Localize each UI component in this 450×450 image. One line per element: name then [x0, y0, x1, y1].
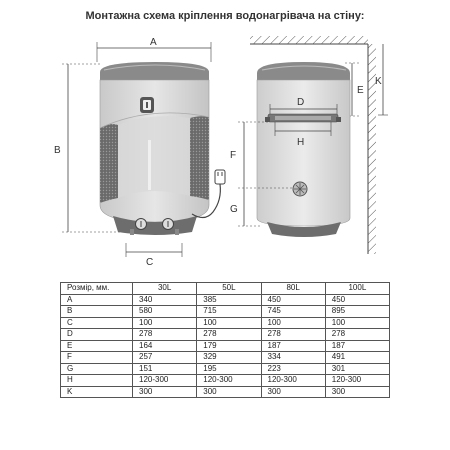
table-cell: 278 [196, 328, 262, 341]
dimension-k-label: K [375, 76, 382, 87]
table-cell: 187 [324, 339, 391, 352]
back-top-cap [257, 62, 350, 82]
table-cell: 195 [196, 362, 262, 375]
table-cell: 120-300 [260, 374, 326, 387]
table-header-cell: 50L [196, 282, 262, 295]
table-cell: 329 [196, 351, 262, 364]
table-cell: 187 [260, 339, 326, 352]
dimension-h-label: H [297, 137, 304, 148]
table-cell: 151 [131, 362, 198, 375]
dimension-b-label: B [54, 145, 61, 156]
table-cell: 715 [196, 305, 262, 318]
table-cell: 257 [131, 351, 198, 364]
table-cell: 278 [260, 328, 326, 341]
table-cell: 334 [260, 351, 326, 364]
table-cell: 179 [196, 339, 262, 352]
dimension-c-label: C [146, 257, 153, 268]
table-cell: 223 [260, 362, 326, 375]
table-cell: 300 [196, 385, 262, 398]
dimension-f-label: F [230, 150, 236, 161]
page-title: Монтажна схема кріплення водонагрівача н… [85, 10, 365, 22]
table-cell: 491 [324, 351, 391, 364]
table-cell: 745 [260, 305, 326, 318]
table-header-cell: 30L [131, 282, 198, 295]
table-row-label: D [60, 328, 133, 341]
table-header-cell: Розмір, мм. [60, 282, 133, 295]
table-row-label: G [60, 362, 133, 375]
table-cell: 450 [260, 293, 326, 306]
dimension-e-label: E [357, 85, 364, 96]
table-cell: 340 [131, 293, 198, 306]
table-cell: 300 [131, 385, 198, 398]
dimension-a-label: A [150, 37, 157, 48]
right-side-panel [190, 116, 209, 200]
table-cell: 100 [260, 316, 326, 329]
table-cell: 300 [260, 385, 326, 398]
back-view: K E D H F G [230, 36, 388, 254]
power-plug [214, 169, 226, 185]
front-view: A B [54, 37, 226, 268]
table-cell: 100 [324, 316, 391, 329]
table-row-label: E [60, 339, 133, 352]
table-row-label: B [60, 305, 133, 318]
left-side-panel [100, 124, 118, 203]
table-row-label: F [60, 351, 133, 364]
table-cell: 120-300 [196, 374, 262, 387]
back-bottom-cap [267, 222, 341, 237]
table-cell: 100 [196, 316, 262, 329]
table-row-label: K [60, 385, 133, 398]
table-cell: 100 [131, 316, 198, 329]
table-cell: 450 [324, 293, 391, 306]
table-cell: 278 [131, 328, 198, 341]
table-row-label: C [60, 316, 133, 329]
table-cell: 580 [131, 305, 198, 318]
table-row-label: A [60, 293, 133, 306]
dimension-d-label: D [297, 97, 304, 108]
table-cell: 278 [324, 328, 391, 341]
table-cell: 300 [324, 385, 391, 398]
table-cell: 301 [324, 362, 391, 375]
table-row-label: H [60, 374, 133, 387]
table-cell: 895 [324, 305, 391, 318]
table-header-cell: 100L [324, 282, 391, 295]
dimension-g-label: G [230, 204, 238, 215]
table-header-cell: 80L [260, 282, 326, 295]
table-cell: 120-300 [131, 374, 198, 387]
mounting-drawing: A B [54, 36, 388, 268]
table-cell: 120-300 [324, 374, 391, 387]
table-cell: 164 [131, 339, 198, 352]
power-cord [191, 183, 221, 219]
table-cell: 385 [196, 293, 262, 306]
